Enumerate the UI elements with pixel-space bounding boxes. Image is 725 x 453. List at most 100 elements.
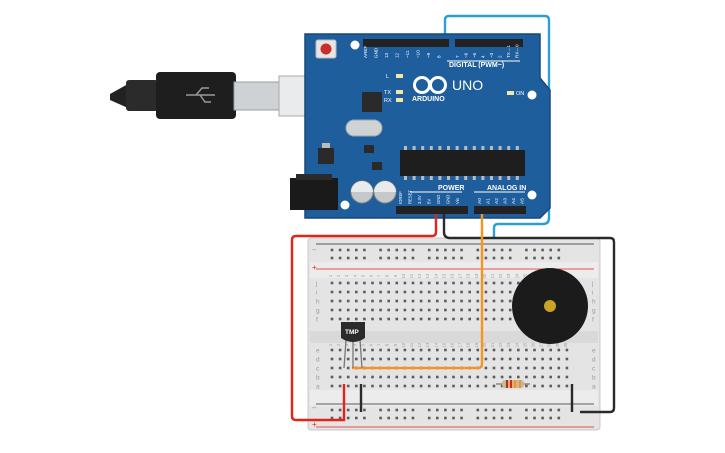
usb-cable[interactable] (110, 72, 322, 119)
svg-text:12: 12 (417, 342, 422, 347)
digital-pin-label: ~11 (405, 50, 410, 58)
svg-text:14: 14 (433, 273, 438, 278)
svg-text:11: 11 (409, 342, 414, 347)
analog-pin-label: A1 (486, 198, 492, 204)
analog-pin-label: A5 (520, 198, 526, 204)
svg-text:i: i (592, 290, 593, 297)
svg-text:3: 3 (344, 343, 349, 346)
sensor-label: TMP (345, 329, 359, 336)
digital-pin-label: 12 (395, 52, 400, 58)
chip-legs (404, 146, 519, 180)
svg-text:e: e (592, 348, 596, 355)
svg-text:13: 13 (425, 342, 430, 347)
breadboard-holes[interactable] (330, 248, 569, 420)
dc-power-jack[interactable] (290, 178, 338, 210)
svg-text:16: 16 (450, 273, 455, 278)
svg-text:5: 5 (360, 274, 365, 277)
svg-text:a: a (316, 384, 320, 391)
svg-text:g: g (592, 308, 596, 315)
digital-pin-label: 8 (437, 55, 442, 58)
analog-pin-label: A0 (477, 198, 483, 204)
piezo-buzzer[interactable] (512, 268, 588, 344)
svg-text:13: 13 (425, 273, 430, 278)
wire-red[interactable] (290, 214, 438, 422)
svg-text:17: 17 (458, 273, 463, 278)
svg-text:23: 23 (506, 342, 511, 347)
svg-text:g: g (316, 308, 320, 315)
svg-text:1: 1 (328, 274, 333, 277)
svg-text:28: 28 (547, 342, 552, 347)
svg-text:15: 15 (441, 342, 446, 347)
digital-pin-label: ~6 (464, 52, 469, 58)
svg-text:26: 26 (531, 342, 536, 347)
digital-pin-label: 4 (481, 55, 486, 58)
svg-text:19: 19 (474, 342, 479, 347)
power-pin-label: IOREF (398, 191, 403, 204)
svg-text:29: 29 (555, 342, 560, 347)
wire-black[interactable] (442, 214, 616, 414)
svg-text:11: 11 (409, 273, 414, 278)
svg-text:1: 1 (328, 343, 333, 346)
led-on-label: ON (516, 91, 524, 97)
svg-text:30: 30 (563, 342, 568, 347)
svg-text:18: 18 (466, 273, 471, 278)
svg-text:22: 22 (498, 273, 503, 278)
svg-text:15: 15 (441, 273, 446, 278)
led-tx-label: TX (384, 90, 391, 96)
svg-text:2: 2 (336, 343, 341, 346)
brand-label: ARDUINO (412, 96, 445, 103)
power-pin-label: GND (446, 195, 451, 204)
analog-pin-label: A2 (494, 198, 500, 204)
temperature-sensor[interactable]: TMP (341, 322, 365, 369)
svg-text:e: e (316, 348, 320, 355)
svg-text:12: 12 (417, 273, 422, 278)
svg-text:6: 6 (369, 343, 374, 346)
capacitors (350, 180, 397, 204)
svg-text:f: f (316, 317, 318, 324)
usb-chip (362, 92, 382, 112)
power-pin-label: Vin (455, 197, 460, 204)
digital-pin-label: ~5 (472, 52, 477, 58)
svg-text:f: f (592, 317, 594, 324)
digital-pin-label: 2 (498, 55, 503, 58)
power-header-label: POWER (438, 185, 464, 192)
svg-text:d: d (592, 357, 596, 364)
svg-text:c: c (316, 366, 320, 373)
digital-header-label: DIGITAL (PWM~) (449, 62, 504, 69)
svg-text:b: b (316, 375, 320, 382)
svg-text:4: 4 (352, 343, 357, 346)
analog-pin-label: A3 (503, 198, 509, 204)
svg-text:24: 24 (514, 342, 519, 347)
rail-minus-bottom: – (312, 403, 317, 412)
svg-text:22: 22 (498, 342, 503, 347)
svg-text:20: 20 (482, 342, 487, 347)
digital-pin-label: TX→1 (506, 45, 511, 58)
digital-pin-label: 7 (455, 55, 460, 58)
svg-text:14: 14 (433, 342, 438, 347)
analog-header[interactable] (474, 206, 526, 214)
wire-orange[interactable] (352, 214, 484, 370)
svg-text:7: 7 (377, 343, 382, 346)
svg-text:21: 21 (490, 342, 495, 347)
svg-text:25: 25 (522, 342, 527, 347)
svg-text:2: 2 (336, 274, 341, 277)
crystal (345, 119, 383, 137)
resistor[interactable] (496, 380, 530, 388)
svg-text:20: 20 (482, 273, 487, 278)
analog-header-label: ANALOG IN (487, 185, 526, 192)
svg-text:h: h (316, 299, 320, 306)
model-label: UNO (452, 77, 483, 93)
digital-header-right (455, 39, 523, 47)
svg-text:3: 3 (344, 274, 349, 277)
svg-text:j: j (591, 281, 593, 288)
svg-text:a: a (592, 384, 596, 391)
rail-plus-top: + (312, 263, 317, 272)
svg-text:23: 23 (506, 273, 511, 278)
rail-plus-bottom: + (312, 420, 317, 429)
led-l-label: L (386, 74, 389, 80)
power-header[interactable] (396, 206, 468, 214)
